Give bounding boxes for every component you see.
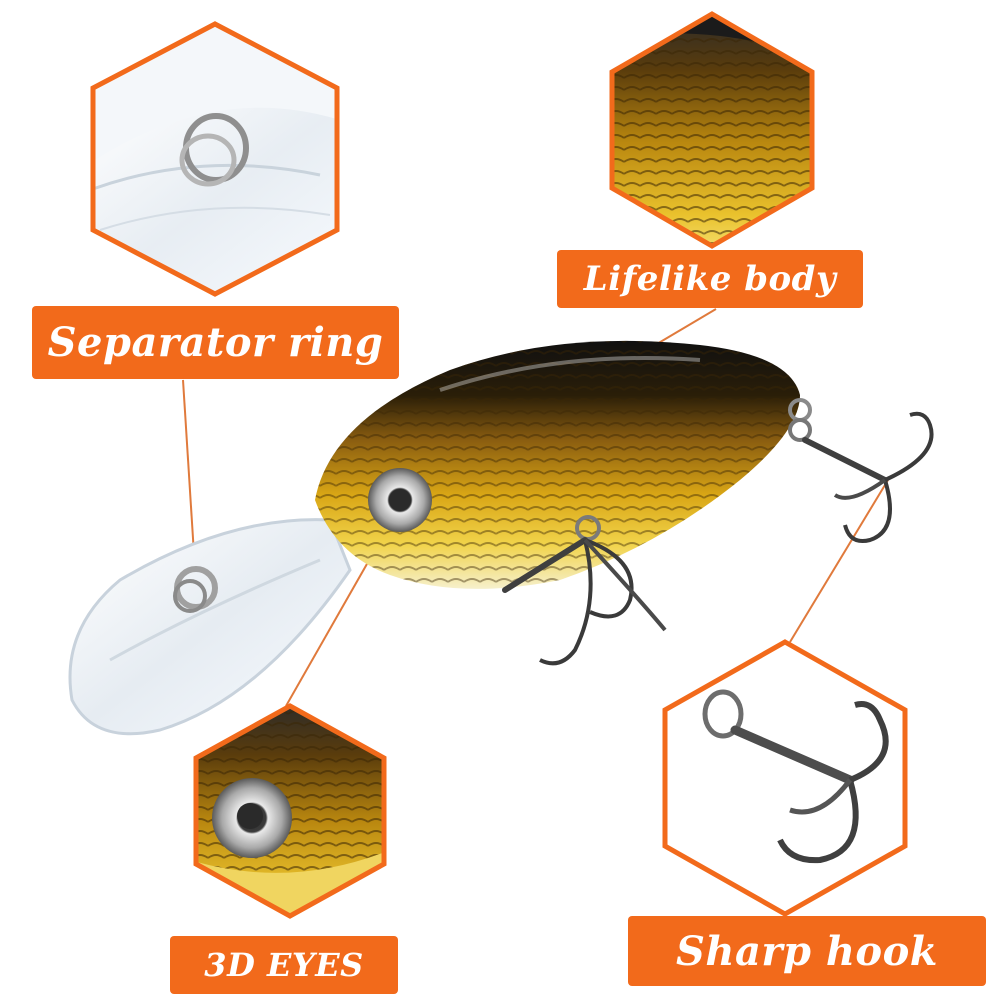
3d-eyes-label: 3D EYES [170,936,398,994]
sharp-hook-label: Sharp hook [628,916,986,986]
belly-hook [502,537,588,593]
lifelike-body-closeup [609,11,815,249]
diving-lip [68,518,352,736]
tail-hook [802,437,888,483]
fishing-lure [68,340,934,736]
separator-ring-closeup [90,21,340,297]
hook-closeup [662,639,908,917]
separator-ring-label: Separator ring [32,306,399,379]
eye-closeup [193,703,387,919]
lifelike-body-label: Lifelike body [557,250,863,308]
